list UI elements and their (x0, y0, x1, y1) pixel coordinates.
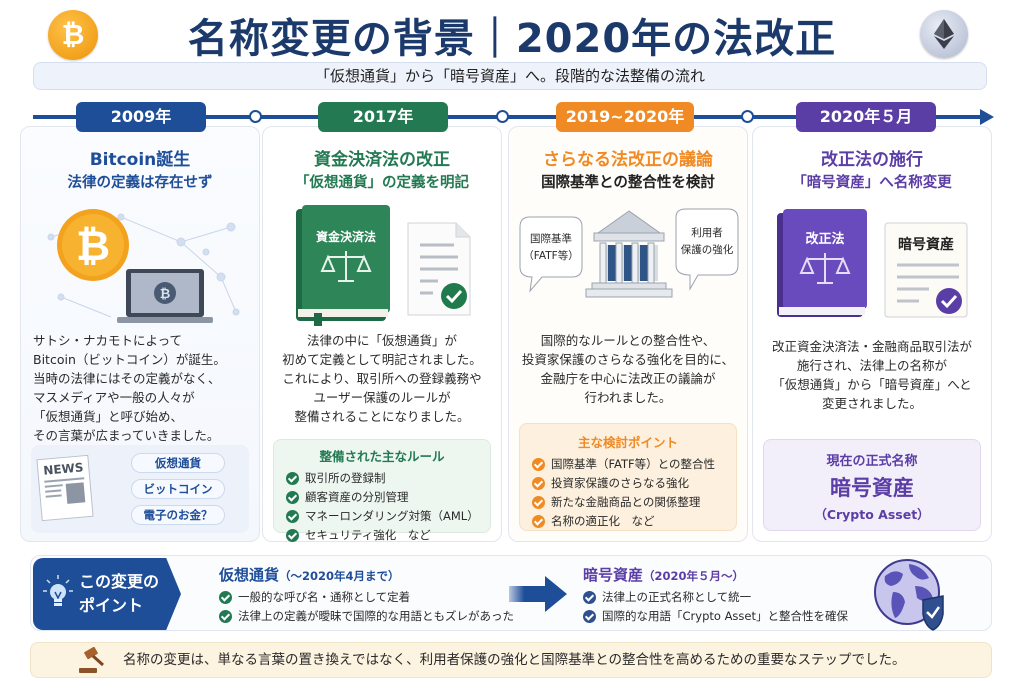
review-points-box: 主な検討ポイント 国際基準（FATF等）との整合性 投資家保護のさらなる強化 新… (519, 423, 737, 531)
card-subheading: 「仮想通貨」の定義を明記 (295, 175, 469, 191)
card-description: 改正資金決済法・金融商品取引法が 施行され、法律上の名称が 「仮想通貨」から「暗… (771, 339, 972, 411)
timeline-card-2019-2020: さらなる法改正の議論 国際基準との整合性を検討 国際基準 （FATF等） 利用者… (508, 126, 748, 542)
check-icon (532, 515, 545, 528)
after-list: 法律上の正式名称として統一 国際的な用語「Crypto Asset」と整合性を確… (583, 588, 848, 626)
lightbulb-icon (43, 575, 73, 606)
check-icon (532, 458, 545, 471)
after-title: 暗号資産 (583, 566, 644, 584)
list-item: セキュリティ強化 など (286, 526, 490, 545)
conclusion-text: 名称の変更は、単なる言葉の置き換えではなく、利用者保護の強化と国際基準との整合性… (123, 652, 906, 668)
check-icon (219, 591, 232, 604)
list-item: 法律上の定義が曖昧で国際的な用語ともズレがあった (219, 607, 514, 626)
list-item: マネーロンダリング対策（AML） (286, 507, 490, 526)
conclusion-banner: 名称の変更は、単なる言葉の置き換えではなく、利用者保護の強化と国際基準との整合性… (30, 642, 992, 678)
newspaper-icon: NEWS (36, 454, 94, 522)
timeline-node (496, 110, 509, 123)
year-badge-2019-2020: 2019~2020年 (556, 102, 694, 132)
check-icon (532, 496, 545, 509)
list-item: 投資家保護のさらなる強化 (532, 474, 736, 493)
rules-box-title: 整備された主なルール (319, 449, 445, 464)
check-icon (532, 477, 545, 490)
timeline-card-2009: Bitcoin誕生 法律の定義は存在せず ₿ ₿ サトシ・ナカモトによって Bi… (20, 126, 260, 542)
speech-bubble-fatf: 国際基準 （FATF等） (523, 233, 579, 262)
list-item: 法律上の正式名称として統一 (583, 588, 848, 607)
check-icon (286, 491, 299, 504)
svg-text:改正法: 改正法 (805, 231, 844, 247)
year-badge-2009: 2009年 (76, 102, 206, 132)
law-book-illustration: 資金決済法 (296, 205, 471, 326)
points-label: この変更の ポイント (33, 558, 181, 630)
globe-with-shield-icon (874, 559, 944, 631)
list-item: 取引所の登録制 (286, 469, 490, 488)
list-item: 一般的な呼び名・通称として定着 (219, 588, 514, 607)
list-item: 顧客資産の分別管理 (286, 488, 490, 507)
page-title: 名称変更の背景｜2020年の法改正 (187, 16, 837, 62)
official-name-box: 現在の正式名称 暗号資産 （Crypto Asset） (763, 439, 981, 531)
before-title: 仮想通貨 (219, 566, 280, 584)
media-terms-box: NEWS 仮想通貨 ビットコイン 電子のお金？ (31, 445, 249, 533)
svg-text:₿: ₿ (76, 221, 110, 270)
ethereum-coin-icon (920, 10, 968, 58)
timeline-node (249, 110, 262, 123)
card-heading: Bitcoin誕生 (89, 150, 191, 170)
list-item: 国際基準（FATF等）との整合性 (532, 455, 736, 474)
timeline-node (741, 110, 754, 123)
rules-box: 整備された主なルール 取引所の登録制 顧客資産の分別管理 マネーロンダリング対策… (273, 439, 491, 542)
before-section: 仮想通貨（〜2020年4月まで） 一般的な呼び名・通称として定着 法律上の定義が… (219, 564, 514, 626)
check-icon (219, 610, 232, 623)
svg-text:資金決済法: 資金決済法 (316, 229, 376, 244)
arrow-right-icon (509, 576, 567, 612)
year-badge-2020-may: 2020年５月 (796, 102, 936, 132)
card-heading: 改正法の施行 (821, 150, 923, 170)
review-points-list: 国際基準（FATF等）との整合性 投資家保護のさらなる強化 新たな金融商品との関… (532, 455, 736, 531)
after-section: 暗号資産（2020年５月〜） 法律上の正式名称として統一 国際的な用語「Cryp… (583, 564, 848, 626)
timeline-card-2020-may: 改正法の施行 「暗号資産」へ名称変更 改正法 暗号資産 改正資金決済法・金融商品… (752, 126, 992, 542)
after-period: （2020年５月〜） (643, 569, 745, 583)
list-item: 国際的な用語「Crypto Asset」と整合性を確保 (583, 607, 848, 626)
government-building-illustration (519, 208, 739, 298)
bitcoin-coin-icon: ₿ (48, 10, 98, 60)
check-icon (583, 610, 596, 623)
check-icon (286, 529, 299, 542)
gavel-icon (79, 647, 105, 673)
tag-digital-money: 電子のお金？ (131, 505, 225, 525)
svg-text:₿: ₿ (160, 287, 171, 302)
year-badge-2017: 2017年 (318, 102, 448, 132)
card-description: サトシ・ナカモトによって Bitcoin（ビットコイン）が誕生。 当時の法律には… (33, 333, 226, 443)
card-subheading: 法律の定義は存在せず (67, 175, 213, 191)
tag-kaso-tsuka: 仮想通貨 (131, 453, 225, 473)
card-description: 国際的なルールとの整合性や、 投資家保護のさらなる強化を目的に、 金融庁を中心に… (521, 333, 735, 405)
svg-text:暗号資産: 暗号資産 (898, 236, 954, 253)
card-subheading: 国際基準との整合性を検討 (541, 175, 715, 191)
check-icon (583, 591, 596, 604)
official-name-english: （Crypto Asset） (814, 507, 930, 522)
list-item: 新たな金融商品との関係整理 (532, 493, 736, 512)
before-period: （〜2020年4月まで） (279, 569, 400, 583)
rules-list: 取引所の登録制 顧客資産の分別管理 マネーロンダリング対策（AML） セキュリテ… (286, 469, 490, 545)
subtitle-banner: 「仮想通貨」から「暗号資産」へ。段階的な法整備の流れ (33, 62, 987, 90)
card-subheading: 「暗号資産」へ名称変更 (792, 175, 952, 191)
official-name-value: 暗号資産 (830, 476, 914, 500)
before-list: 一般的な呼び名・通称として定着 法律上の定義が曖昧で国際的な用語ともズレがあった (219, 588, 514, 626)
review-points-title: 主な検討ポイント (577, 435, 678, 450)
timeline-card-2017: 資金決済法の改正 「仮想通貨」の定義を明記 資金決済法 法律の中に「仮想通貨」が… (262, 126, 502, 542)
card-heading: さらなる法改正の議論 (543, 150, 713, 170)
change-points-panel: この変更の ポイント 仮想通貨（〜2020年4月まで） 一般的な呼び名・通称とし… (30, 555, 992, 631)
card-heading: 資金決済法の改正 (314, 150, 450, 170)
term-tags: 仮想通貨 ビットコイン 電子のお金？ (131, 453, 225, 531)
bitcoin-laptop-illustration: ₿ ₿ (47, 209, 240, 323)
tag-bitcoin: ビットコイン (131, 479, 225, 499)
check-icon (286, 472, 299, 485)
list-item: 名称の適正化 など (532, 512, 736, 531)
speech-bubble-user-protection: 利用者 保護の強化 (680, 227, 734, 256)
card-description: 法律の中に「仮想通貨」が 初めて定義として明記されました。 これにより、取引所へ… (282, 333, 482, 424)
amended-law-book-illustration: 改正法 暗号資産 (777, 209, 968, 318)
timeline-arrow-icon (980, 109, 994, 125)
check-icon (286, 510, 299, 523)
official-name-label: 現在の正式名称 (826, 454, 918, 469)
